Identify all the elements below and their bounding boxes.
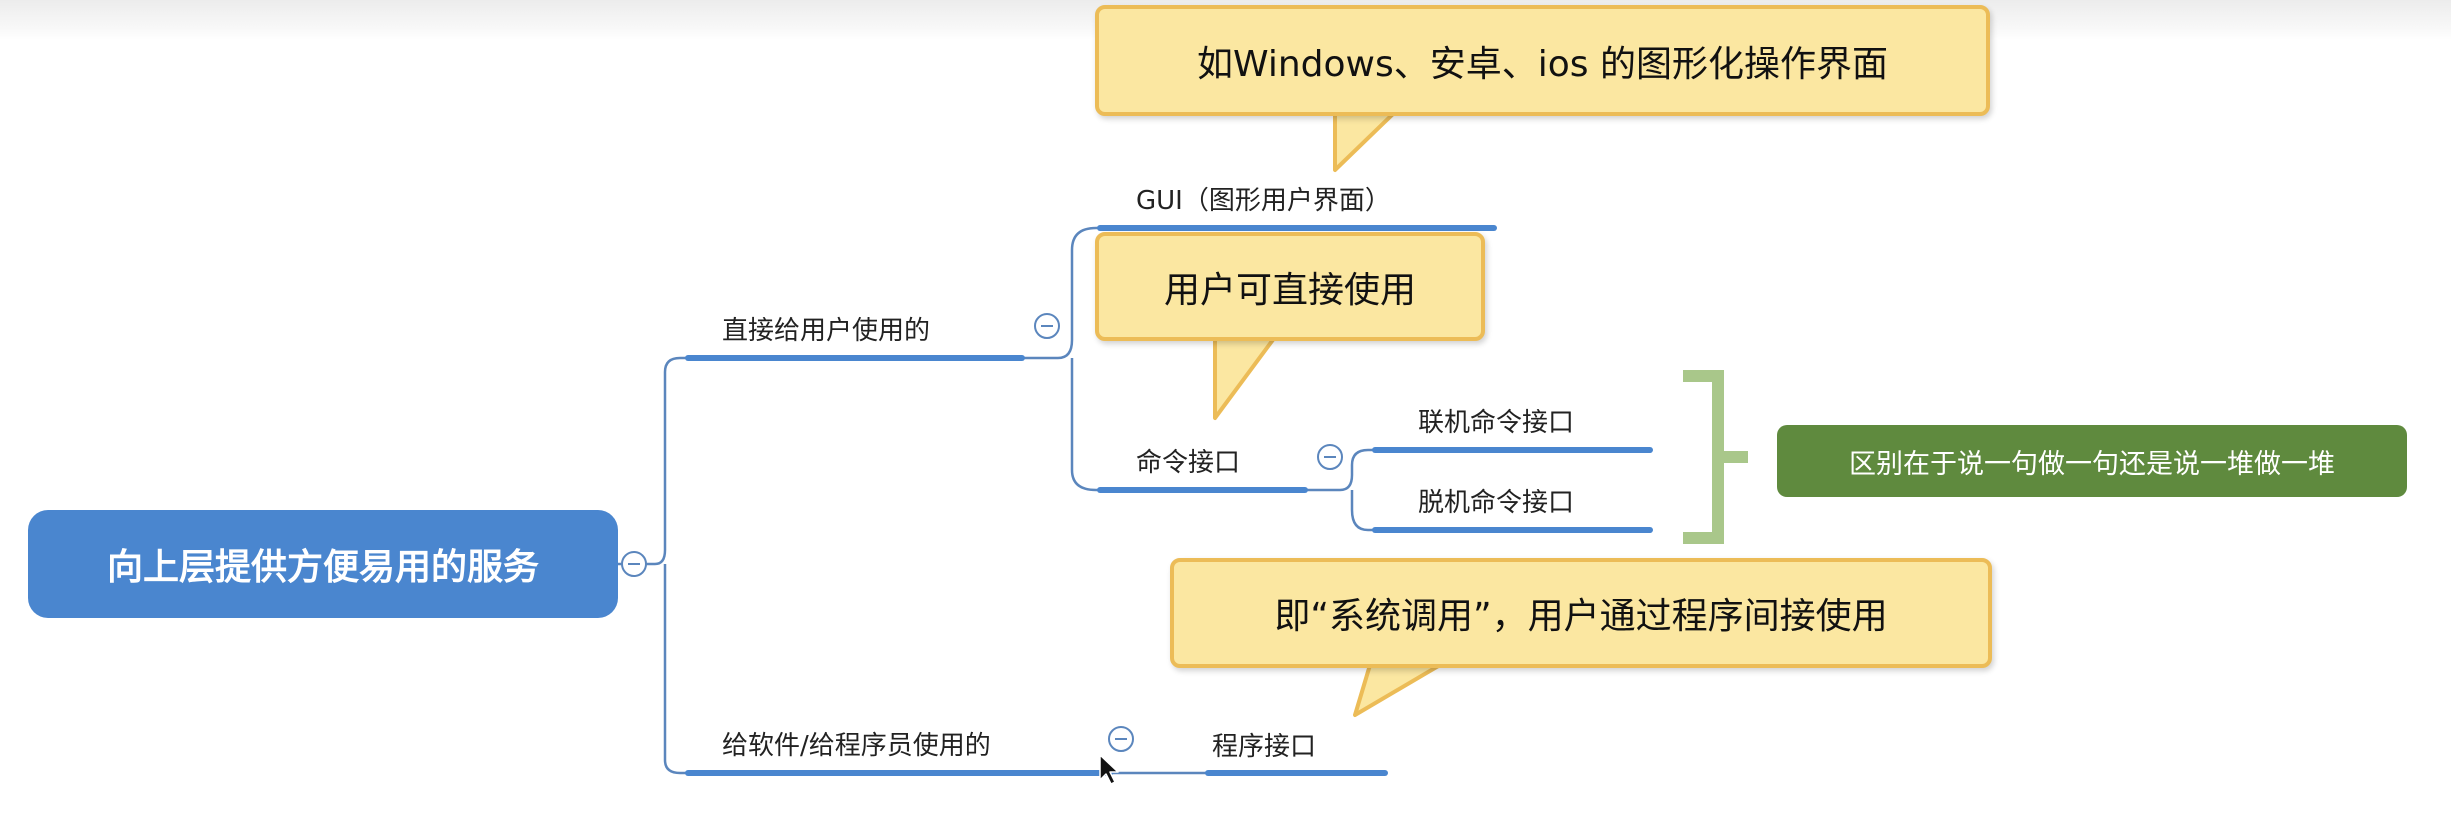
connector-direct-command	[1070, 358, 1100, 492]
root-topic[interactable]: 向上层提供方便易用的服务	[28, 510, 618, 618]
collapse-icon-command[interactable]	[1317, 444, 1343, 470]
program-callout-tail	[1353, 663, 1442, 717]
node-command-label[interactable]: 命令接口	[1136, 448, 1241, 478]
program-callout-text: 即“系统调用”，用户通过程序间接使用	[1274, 596, 1888, 637]
collapse-icon-programmer[interactable]	[1108, 726, 1134, 752]
summary-note-text: 区别在于说一句做一句还是说一堆做一堆	[1849, 448, 2335, 480]
collapse-icon-root[interactable]	[621, 551, 647, 577]
node-online-command-label[interactable]: 联机命令接口	[1418, 408, 1575, 438]
connector-command-online	[1305, 448, 1375, 492]
collapse-icon-direct[interactable]	[1034, 313, 1060, 339]
gui-callout-tail	[1333, 110, 1397, 172]
connector-direct-gui	[1022, 226, 1100, 360]
gui-callout-text: 如Windows、安卓、ios 的图形化操作界面	[1197, 43, 1888, 85]
command-callout[interactable]: 用户可直接使用	[1095, 232, 1485, 341]
node-offline-command-label[interactable]: 脱机命令接口	[1418, 488, 1575, 518]
connector-root-direct	[618, 356, 688, 566]
command-callout-tail	[1213, 335, 1277, 420]
node-program-interface-label[interactable]: 程序接口	[1212, 732, 1317, 762]
branch-programmer-label[interactable]: 给软件/给程序员使用的	[722, 731, 991, 761]
connector-command-offline	[1350, 490, 1375, 532]
root-topic-label: 向上层提供方便易用的服务	[106, 547, 539, 588]
summary-note[interactable]: 区别在于说一句做一句还是说一堆做一堆	[1777, 425, 2407, 497]
mouse-cursor-icon	[1099, 754, 1119, 785]
command-callout-text: 用户可直接使用	[1163, 269, 1416, 311]
branch-direct-label[interactable]: 直接给用户使用的	[722, 316, 931, 346]
summary-bracket	[1683, 370, 1748, 544]
connector-root-programmer	[663, 564, 688, 775]
node-gui-label[interactable]: GUI（图形用户界面）	[1136, 186, 1391, 216]
gui-callout[interactable]: 如Windows、安卓、ios 的图形化操作界面	[1095, 5, 1990, 116]
program-callout[interactable]: 即“系统调用”，用户通过程序间接使用	[1170, 558, 1992, 668]
